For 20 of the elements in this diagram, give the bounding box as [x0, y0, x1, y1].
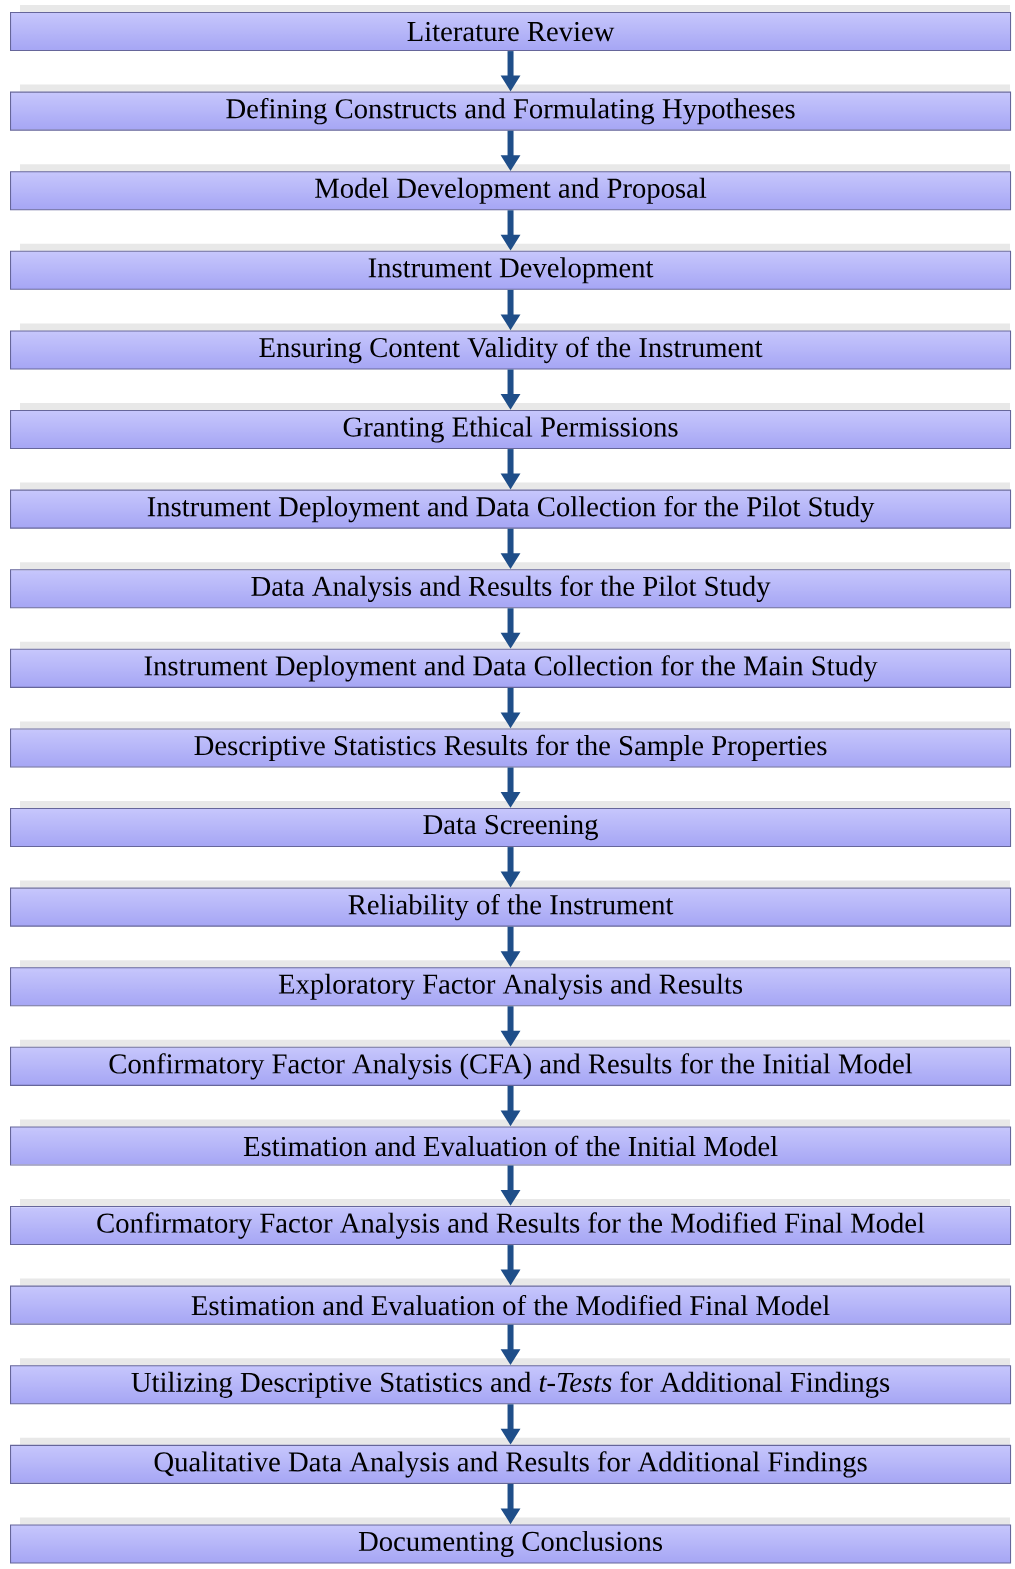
process-box: Exploratory Factor Analysis and Results: [10, 960, 1012, 1007]
process-box: Instrument Deployment and Data Collection for the Pilot Study: [10, 482, 1012, 529]
process-box: Documenting Conclusions: [10, 1517, 1012, 1564]
process-box: Defining Constructs and Formulating Hypotheses: [10, 84, 1012, 131]
process-box: Descriptive Statistics Results for the Sample Properties: [10, 721, 1012, 768]
process-box: Literature Review: [10, 5, 1012, 52]
process-box: Granting Ethical Permissions: [10, 403, 1012, 450]
process-box: Confirmatory Factor Analysis (CFA) and Results for the Initial Model: [10, 1039, 1012, 1086]
process-box: Data Screening: [10, 801, 1012, 848]
process-box: Instrument Development: [10, 243, 1012, 290]
process-box: Instrument Deployment and Data Collection for the Main Study: [10, 641, 1012, 688]
process-box: Estimation and Evaluation of the Modified Final Model: [10, 1278, 1012, 1325]
process-box: Ensuring Content Validity of the Instrument: [10, 323, 1012, 370]
process-box: Model Development and Proposal: [10, 164, 1012, 211]
process-box: Confirmatory Factor Analysis and Results for the Modified Final Model: [10, 1199, 1012, 1246]
process-box: Utilizing Descriptive Statistics and t-Tests for Additional Findings: [10, 1358, 1012, 1405]
process-box: Data Analysis and Results for the Pilot Study: [10, 562, 1012, 609]
process-box: Reliability of the Instrument: [10, 880, 1012, 927]
process-box: Qualitative Data Analysis and Results for Additional Findings: [10, 1437, 1012, 1484]
process-box: Estimation and Evaluation of the Initial Model: [10, 1119, 1012, 1166]
